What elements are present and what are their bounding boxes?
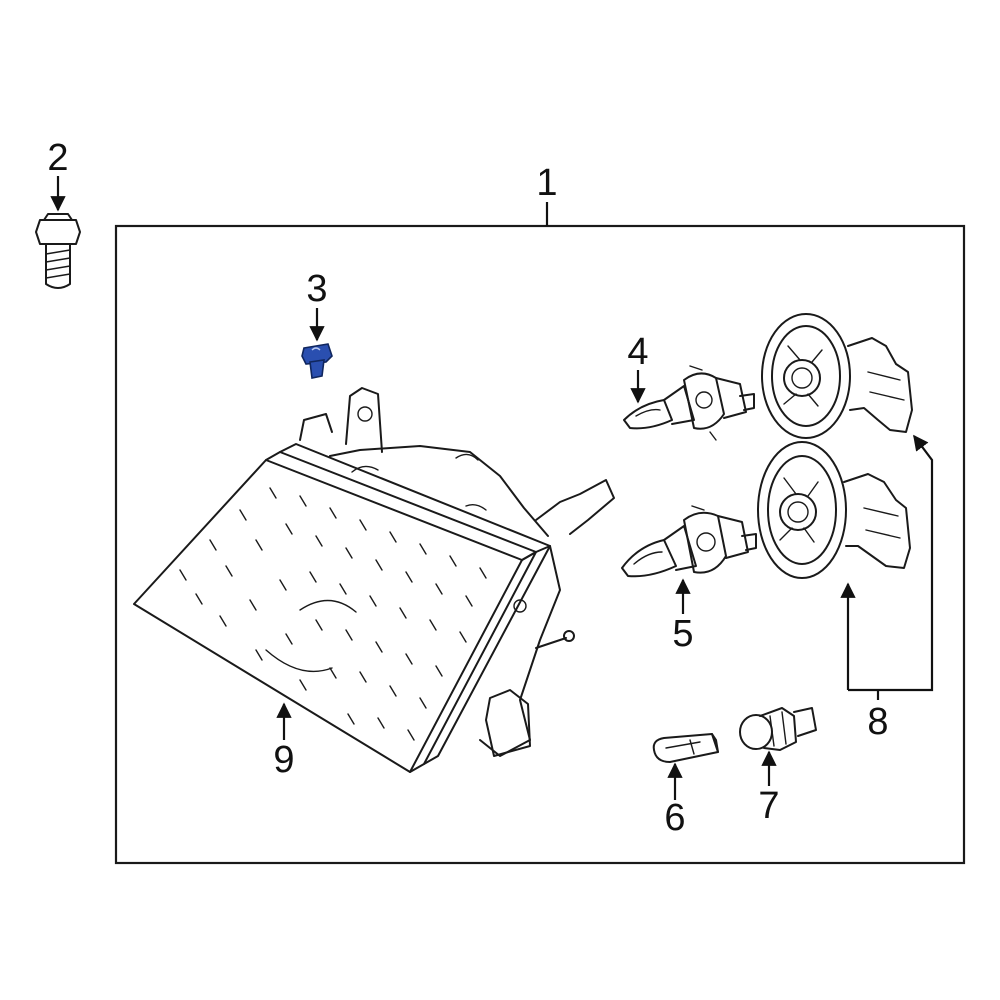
callout-6-label: 6 bbox=[664, 797, 685, 839]
clip-part-3[interactable] bbox=[301, 343, 333, 379]
callout-7-label: 7 bbox=[758, 785, 779, 827]
callout-1-label: 1 bbox=[536, 162, 557, 204]
bulb-part-6[interactable] bbox=[652, 733, 719, 763]
callout-8-label: 8 bbox=[867, 701, 888, 743]
callout-7[interactable]: 7 bbox=[758, 750, 780, 827]
socket-part-7[interactable] bbox=[739, 707, 817, 751]
callout-8[interactable]: 8 bbox=[840, 434, 934, 743]
callout-2-label: 2 bbox=[47, 137, 68, 179]
callout-3-label: 3 bbox=[306, 268, 327, 310]
bulb-part-5[interactable] bbox=[621, 505, 757, 578]
callout-2[interactable]: 2 bbox=[47, 137, 69, 212]
callout-1[interactable]: 1 bbox=[536, 162, 558, 226]
callout-3[interactable]: 3 bbox=[306, 268, 328, 342]
bulb-part-4[interactable] bbox=[623, 365, 755, 441]
assembly-frame bbox=[114, 224, 966, 865]
callout-9[interactable]: 9 bbox=[273, 702, 295, 781]
callout-4[interactable]: 4 bbox=[627, 331, 649, 404]
callout-5-label: 5 bbox=[672, 613, 693, 655]
socket-part-8-lower[interactable] bbox=[757, 441, 911, 579]
callout-9-label: 9 bbox=[273, 739, 294, 781]
callout-5[interactable]: 5 bbox=[672, 578, 694, 655]
callout-6[interactable]: 6 bbox=[664, 762, 686, 839]
callout-4-label: 4 bbox=[627, 331, 648, 373]
socket-part-8-upper[interactable] bbox=[761, 313, 913, 439]
bolt-part-2[interactable] bbox=[35, 213, 81, 289]
headlamp-housing-part-9[interactable] bbox=[133, 387, 615, 773]
